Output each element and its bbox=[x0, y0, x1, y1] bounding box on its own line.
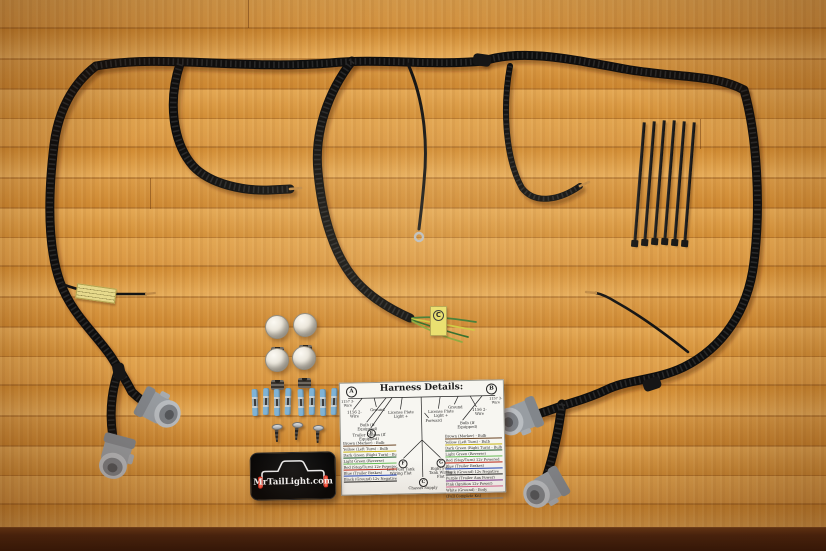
chassis-supply-tag: C bbox=[430, 306, 447, 336]
bare-wire-tip bbox=[584, 290, 598, 295]
plank-seam bbox=[150, 178, 151, 209]
bulb-socket bbox=[99, 432, 136, 479]
bulb-sockets bbox=[99, 386, 571, 508]
brand-card: MrTailLight.com bbox=[249, 451, 337, 501]
plank-seam bbox=[248, 0, 249, 28]
branch-wires bbox=[60, 62, 690, 354]
diagram-node-c-label: Chassis Supply bbox=[408, 484, 438, 491]
brand-text: MrTailLight.com bbox=[253, 476, 333, 487]
truck-logo: MrTailLight.com bbox=[253, 460, 333, 489]
bare-wire-tip bbox=[144, 291, 157, 296]
branch-label: 1156 2-Wire bbox=[347, 409, 362, 419]
legend-row: Black (Ground) 12v Negative bbox=[343, 476, 397, 483]
plank-seam bbox=[700, 119, 701, 149]
branch-label: Forward bbox=[425, 417, 442, 423]
bare-wire-tip bbox=[578, 180, 591, 188]
chassis-tag-letter: C bbox=[433, 310, 444, 321]
branch-label: 1156 2-Wire bbox=[472, 406, 487, 417]
tail-light-bulb bbox=[265, 348, 289, 390]
branch-label: Ground bbox=[448, 404, 463, 410]
branch-label: Bulb (If Equipped) bbox=[457, 419, 478, 430]
bare-wire-tip bbox=[288, 186, 303, 191]
ring-terminal bbox=[413, 231, 425, 243]
tape-wraps bbox=[112, 53, 662, 392]
truck-outline bbox=[261, 460, 325, 487]
tail-light-left-glow bbox=[259, 477, 262, 488]
diagram-lines bbox=[348, 395, 496, 478]
harness-details-card: Harness Details: A B 1157 3-Wire 1157 3-… bbox=[338, 379, 507, 500]
bulb-socket bbox=[133, 386, 181, 428]
tail-light-right-glow bbox=[324, 476, 328, 487]
branch-label: License Plate Light + bbox=[388, 409, 414, 419]
branch-label: Ground bbox=[370, 406, 385, 413]
legend-row: (Full Complete Kit) bbox=[446, 493, 504, 500]
table-front-edge bbox=[0, 527, 826, 551]
tail-light-bulb bbox=[292, 346, 316, 388]
bulb-socket bbox=[523, 465, 571, 508]
